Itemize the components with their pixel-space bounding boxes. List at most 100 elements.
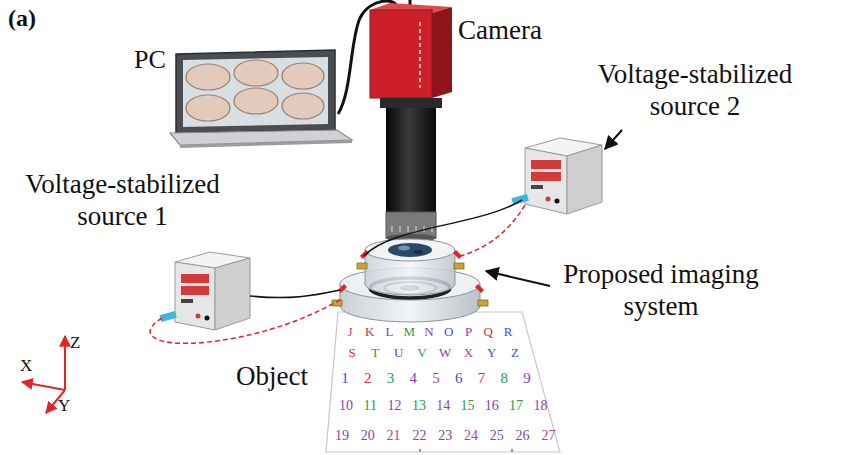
leader-arrow-part xyxy=(605,130,622,149)
device-label: Object xyxy=(236,360,346,392)
chart-character: 26 xyxy=(516,428,530,443)
chart-character: J xyxy=(347,325,352,339)
chart-character: T xyxy=(371,346,379,360)
camera-part xyxy=(432,7,452,98)
power-supply-part xyxy=(215,258,250,330)
wire xyxy=(150,200,525,343)
imaging-system-part xyxy=(398,246,410,251)
illustration-part-part xyxy=(432,226,433,232)
wire-part xyxy=(460,205,525,256)
chart-character: 14 xyxy=(436,398,450,413)
chart-character: 18 xyxy=(533,398,547,413)
power-supply-part xyxy=(531,172,561,181)
imaging-system-part xyxy=(357,263,367,269)
illustration-part-part xyxy=(234,60,278,86)
power-supply-part xyxy=(546,197,551,202)
chart-character: 1 xyxy=(341,370,349,387)
chart-character: 23 xyxy=(438,428,452,443)
device-label: Camera xyxy=(458,14,608,46)
object-sheet-part xyxy=(419,449,421,452)
object-sheet-part xyxy=(511,449,513,452)
chart-character: 20 xyxy=(361,428,375,443)
laptop xyxy=(170,50,352,148)
chart-character: K xyxy=(365,325,374,339)
chart-character: W xyxy=(439,346,451,360)
imaging-system-part xyxy=(478,300,488,306)
chart-character: R xyxy=(504,325,513,339)
power-supply-part xyxy=(175,262,215,330)
power-supply xyxy=(159,252,250,330)
chart-character: P xyxy=(465,325,472,339)
chart-character: V xyxy=(417,346,426,360)
chart-character: 6 xyxy=(455,370,463,387)
power-supply-part xyxy=(181,286,209,295)
power-supply-part xyxy=(181,274,209,283)
chart-character: 3 xyxy=(387,370,395,387)
imaging-system-part xyxy=(365,239,455,261)
chart-character: S xyxy=(348,346,355,360)
illustration-part xyxy=(186,60,324,121)
device-label: Proposed imaging system xyxy=(530,258,792,323)
object-sheet xyxy=(326,312,560,452)
power-supply-part xyxy=(531,185,543,189)
axis-label: Y xyxy=(58,396,78,416)
power-supply-part xyxy=(525,148,567,214)
chart-character: 17 xyxy=(509,398,523,413)
chart-character: 13 xyxy=(412,398,426,413)
chart-character: O xyxy=(444,325,453,339)
power-supply-part xyxy=(567,145,602,214)
axis-arrow-part xyxy=(64,336,66,390)
camera-part xyxy=(380,98,442,108)
illustration-part-part xyxy=(408,226,409,232)
chart-character: Q xyxy=(484,325,493,339)
power-supply-part xyxy=(205,316,210,321)
chart-character: 11 xyxy=(364,398,377,413)
chart-character: 15 xyxy=(461,398,475,413)
wire-part xyxy=(364,200,522,256)
chart-character: 16 xyxy=(485,398,499,413)
illustration-part-part xyxy=(282,63,324,89)
laptop-part xyxy=(183,57,328,127)
camera xyxy=(370,3,452,242)
axis-label: Z xyxy=(70,333,90,353)
imaging-system-part xyxy=(413,250,423,254)
wire-part xyxy=(150,300,340,343)
chart-character: M xyxy=(403,325,415,339)
leader-arrow-part xyxy=(486,271,550,286)
camera-part xyxy=(370,10,432,98)
chart-character: U xyxy=(394,346,403,360)
illustration-part-part xyxy=(186,64,230,90)
illustration-part-part xyxy=(282,93,324,119)
chart-character: 25 xyxy=(490,428,504,443)
power-supply-part xyxy=(196,314,201,319)
chart-character: 22 xyxy=(412,428,426,443)
camera-part xyxy=(419,22,421,88)
chart-character: 7 xyxy=(478,370,486,387)
chart-character: 21 xyxy=(387,428,401,443)
axis-label: X xyxy=(20,356,40,376)
illustration-part-part xyxy=(400,226,401,232)
illustration-part-part xyxy=(392,226,393,232)
device-label: PC xyxy=(134,44,180,75)
power-supply-part xyxy=(531,160,561,169)
chart-character: 24 xyxy=(464,428,478,443)
power-supply xyxy=(511,138,602,214)
chart-character: 12 xyxy=(388,398,402,413)
device-label: Voltage-stabilized source 2 xyxy=(564,58,826,123)
chart-character: 2 xyxy=(364,370,372,387)
chart-character: 9 xyxy=(523,370,531,387)
power-supply-part xyxy=(511,194,528,205)
imaging-system-part xyxy=(338,284,347,293)
chart-character: 5 xyxy=(432,370,440,387)
chart-character: 19 xyxy=(335,428,349,443)
illustration-part-part xyxy=(186,95,230,121)
imaging-system-part xyxy=(388,243,432,257)
power-supply-part xyxy=(181,299,193,303)
chart-character: X xyxy=(464,346,473,360)
chart-character: 27 xyxy=(541,428,555,443)
chart-character: Z xyxy=(511,346,519,360)
power-supply-part xyxy=(159,311,176,322)
chart-character: L xyxy=(386,325,394,339)
